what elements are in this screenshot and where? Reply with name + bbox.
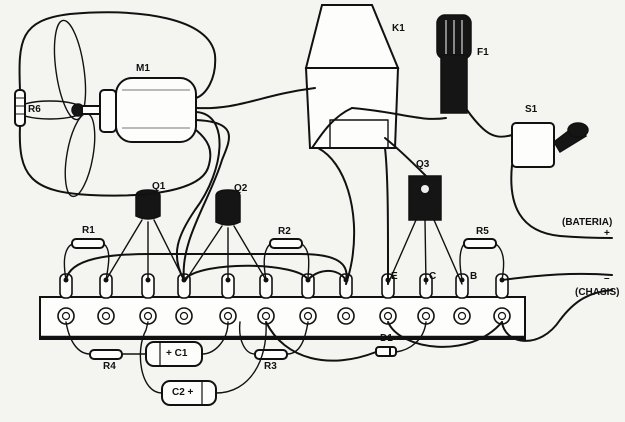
resistor-r6: [14, 89, 26, 127]
eyelet-11: [453, 307, 471, 325]
q2-label: Q2: [234, 183, 248, 194]
motor-m1: [15, 19, 197, 198]
eyelet-center-1: [61, 311, 71, 321]
battery-label: (BATERIA): [562, 217, 613, 228]
q3-label: Q3: [416, 159, 430, 170]
solder-lugs: [57, 273, 511, 325]
eyelet-center-10: [421, 311, 431, 321]
resistor-r2: [269, 238, 303, 249]
d1-label: D1: [380, 333, 393, 344]
diode-d1: [375, 346, 397, 357]
eyelet-center-12: [497, 311, 507, 321]
switch-s1: [511, 122, 589, 168]
eyelet-center-11: [457, 311, 467, 321]
lug-tab-6: [259, 273, 273, 299]
eyelet-center-5: [223, 311, 233, 321]
c2-label: C2 +: [172, 387, 194, 398]
switch-label: S1: [525, 104, 538, 115]
fuse-label: F1: [477, 47, 489, 58]
transistor-q2: [215, 189, 241, 226]
r2-label: R2: [278, 226, 291, 237]
battery-polarity: +: [604, 228, 610, 239]
eyelet-4: [175, 307, 193, 325]
fuse-f1: [436, 14, 472, 114]
eyelet-center-3: [143, 311, 153, 321]
wires: [18, 11, 613, 394]
eyelet-center-6: [261, 311, 271, 321]
r4-label: R4: [103, 361, 116, 372]
pin-e-label: E: [391, 271, 398, 282]
lug-tab-11: [455, 273, 469, 299]
r1-label: R1: [82, 225, 95, 236]
resistor-r3: [254, 349, 288, 360]
q1-label: Q1: [152, 181, 166, 192]
pin-c-label: C: [429, 271, 437, 282]
r6-label: R6: [28, 104, 41, 115]
eyelet-center-8: [341, 311, 351, 321]
resistor-r4: [89, 349, 123, 360]
relay-k1: [304, 4, 400, 149]
r3-label: R3: [264, 361, 277, 372]
eyelet-center-9: [383, 311, 393, 321]
lug-tab-1: [59, 273, 73, 299]
resistor-r5: [463, 238, 497, 249]
resistor-r1: [71, 238, 105, 249]
lug-tab-2: [99, 273, 113, 299]
chassis-polarity: –: [604, 273, 610, 284]
eyelet-center-2: [101, 311, 111, 321]
motor-label: M1: [136, 63, 150, 74]
r5-label: R5: [476, 226, 489, 237]
c1-label: + C1: [166, 348, 188, 359]
eyelet-2: [97, 307, 115, 325]
eyelet-8: [337, 307, 355, 325]
terminal-strip: [39, 296, 526, 340]
eyelet-center-7: [303, 311, 313, 321]
chassis-label: (CHASIS): [575, 287, 620, 298]
pin-b-label: B: [470, 271, 478, 282]
relay-label: K1: [392, 23, 405, 34]
transistor-q3: [408, 175, 442, 221]
eyelet-center-4: [179, 311, 189, 321]
